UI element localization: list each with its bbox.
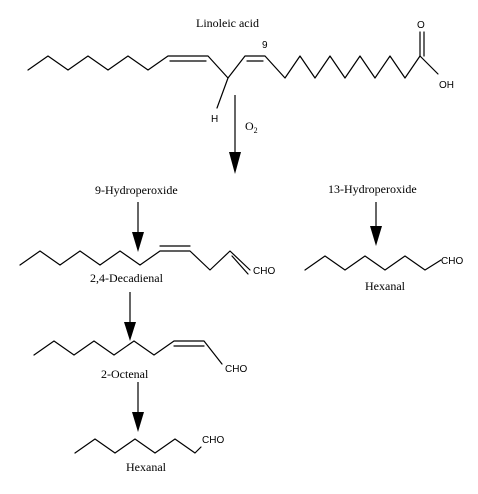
hexanal-bottom-cho-label: CHO	[202, 435, 224, 446]
hexanal-right-label: Hexanal	[365, 279, 406, 293]
carbonyl-oxygen-label: O	[417, 20, 425, 31]
carbon-9-label: 9	[262, 40, 268, 51]
arrow-to-hexanal-right-head	[370, 226, 382, 246]
oxygen-label: O2	[245, 119, 258, 135]
linoleic-acid-title: Linoleic acid	[196, 16, 259, 30]
decadienal-cho-label: CHO	[253, 266, 275, 277]
octenal-label: 2-Octenal	[101, 367, 149, 381]
hexanal-bottom-structure	[74, 438, 202, 454]
oxidation-arrow-head	[229, 152, 241, 174]
hydroperoxide-9-label: 9-Hydroperoxide	[95, 183, 178, 197]
decadienal-structure	[19, 245, 251, 275]
decadienal-label: 2,4-Decadienal	[90, 271, 164, 285]
hexanal-right-structure	[304, 255, 442, 271]
arrow-to-decadienal-head	[132, 232, 144, 252]
linoleic-acid-structure	[27, 31, 439, 109]
octenal-structure	[33, 340, 223, 365]
hexanal-right-cho-label: CHO	[441, 256, 463, 267]
hydrogen-label: H	[211, 114, 218, 125]
hydroperoxide-13-label: 13-Hydroperoxide	[328, 182, 417, 196]
hydroxyl-label: OH	[439, 80, 454, 91]
octenal-cho-label: CHO	[225, 364, 247, 375]
hexanal-bottom-label: Hexanal	[126, 460, 167, 474]
arrow-to-octenal-head	[124, 322, 136, 341]
arrow-to-hexanal-bottom-head	[132, 412, 144, 432]
